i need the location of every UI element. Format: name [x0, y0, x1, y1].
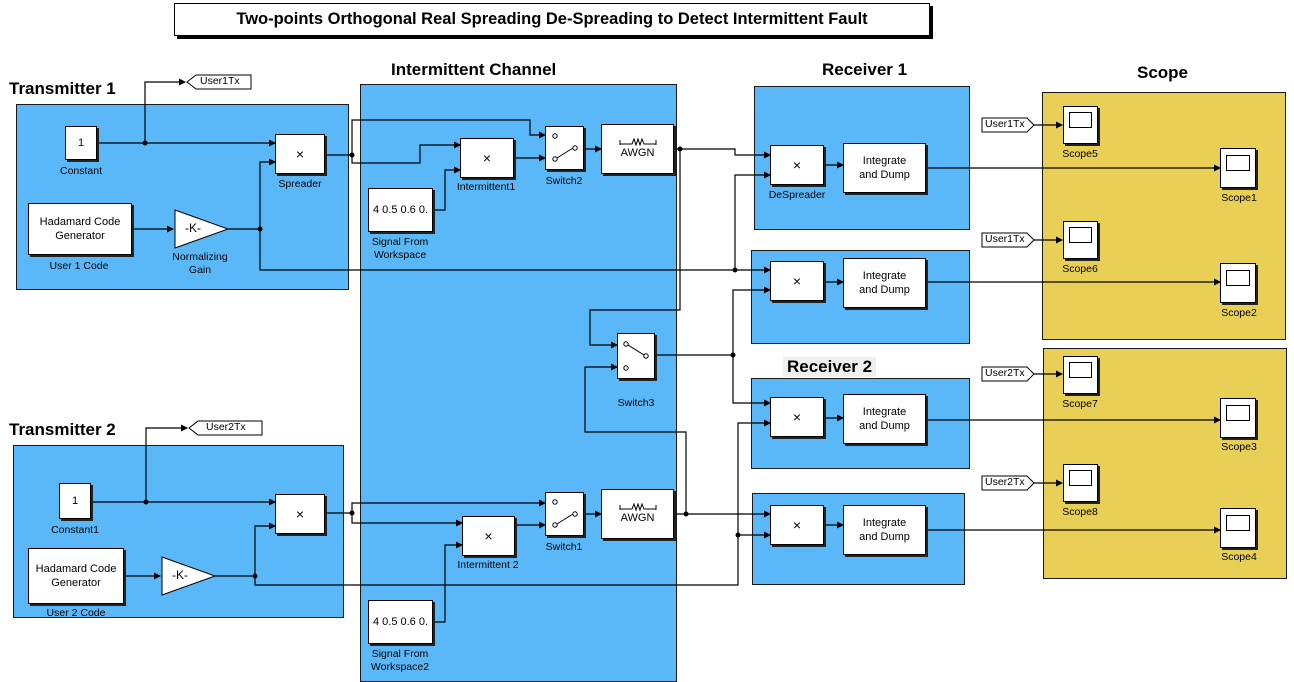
despreader4-block[interactable]: × [770, 505, 824, 545]
scope-screen-icon [1226, 270, 1250, 286]
hadamard1-label: User 1 Code [49, 260, 109, 272]
hadamard1-block[interactable]: Hadamard Code Generator [28, 203, 132, 255]
scope4-label: Scope4 [1221, 551, 1257, 563]
awgn2-text: AWGN [620, 512, 655, 524]
goto-label-user1tx: User1Tx [200, 75, 240, 87]
scope-screen-icon [1226, 155, 1250, 171]
despreader1-label: DeSpreader [768, 189, 826, 201]
constant-label: Constant [59, 165, 103, 177]
despreader1-block[interactable]: × [770, 145, 824, 185]
transmitter1-heading: Transmitter 1 [9, 79, 116, 98]
noise-icon [619, 503, 656, 511]
scope7-block[interactable] [1063, 356, 1098, 394]
scope3-block[interactable] [1220, 398, 1256, 438]
constant1-block[interactable]: 1 [59, 483, 91, 519]
switch3-block[interactable] [617, 333, 655, 379]
hadamard2-label: User 2 Code [46, 607, 106, 619]
integrate4-block[interactable]: Integrate and Dump [843, 505, 926, 555]
intermittent1-block[interactable]: × [460, 138, 514, 178]
transmitter2-heading: Transmitter 2 [9, 420, 116, 439]
spreader2-block[interactable]: × [275, 494, 325, 534]
scope6-block[interactable] [1063, 221, 1098, 259]
scope5-label: Scope5 [1062, 148, 1098, 160]
gain1-label: Normalizing Gain [172, 251, 228, 276]
gain1-text: -K- [185, 221, 201, 235]
scope7-label: Scope7 [1062, 398, 1098, 410]
junction-dot [349, 510, 355, 516]
integrate2-block[interactable]: Integrate and Dump [843, 258, 926, 308]
spreader-label: Spreader [278, 178, 322, 190]
from-label-user1tx-b: User1Tx [985, 233, 1025, 245]
switch2-label: Switch2 [545, 175, 583, 187]
channel-heading: Intermittent Channel [391, 60, 557, 79]
signal-workspace2-label: Signal From Workspace2 [370, 648, 430, 673]
switch3-label: Switch3 [617, 397, 655, 409]
scope4-block[interactable] [1220, 508, 1256, 548]
intermittent1-label: Intermittent1 [456, 181, 516, 193]
gain2-text: -K- [172, 568, 188, 582]
scope1-label: Scope1 [1221, 192, 1257, 204]
scope8-label: Scope8 [1062, 506, 1098, 518]
scope2-block[interactable] [1220, 263, 1256, 303]
junction-dot [683, 511, 689, 517]
noise-icon [619, 138, 656, 146]
awgn1-text: AWGN [620, 147, 655, 159]
from-label-user2tx-b: User2Tx [985, 476, 1025, 488]
intermittent2-label: Intermittent 2 [457, 559, 519, 571]
receiver2-heading: Receiver 2 [783, 357, 877, 377]
awgn1-block[interactable]: AWGN [601, 124, 674, 174]
integrate1-block[interactable]: Integrate and Dump [843, 143, 926, 193]
switch1-block[interactable] [545, 492, 584, 536]
scope-heading: Scope [1137, 63, 1189, 82]
signal-workspace1-block[interactable]: 4 0.5 0.6 0. [368, 188, 433, 232]
switch2-block[interactable] [545, 126, 584, 170]
scope-screen-icon [1069, 112, 1092, 128]
from-label-user2tx-a: User2Tx [985, 367, 1025, 379]
signal-workspace2-block[interactable]: 4 0.5 0.6 0. [368, 600, 433, 644]
junction-dot [735, 532, 741, 538]
switch-icon [552, 499, 578, 528]
scope-screen-icon [1069, 227, 1092, 243]
junction-dot [349, 152, 355, 158]
despreader3-block[interactable]: × [770, 397, 824, 437]
awgn2-block[interactable]: AWGN [601, 489, 674, 539]
constant-block[interactable]: 1 [65, 126, 97, 160]
receiver1-heading: Receiver 1 [822, 60, 908, 79]
goto-label-user2tx: User2Tx [206, 421, 246, 433]
junction-dot [677, 146, 683, 152]
switch-icon [623, 341, 649, 371]
switch-icon [552, 133, 578, 162]
scope3-label: Scope3 [1221, 441, 1257, 453]
diagram-title: Two-points Orthogonal Real Spreading De-… [174, 3, 930, 36]
scope-screen-icon [1226, 405, 1250, 421]
despreader2-block[interactable]: × [770, 261, 824, 301]
switch1-label: Switch1 [545, 541, 583, 553]
scope-screen-icon [1069, 362, 1092, 378]
scope-screen-icon [1069, 470, 1092, 486]
from-label-user1tx-a: User1Tx [985, 118, 1025, 130]
scope6-label: Scope6 [1062, 263, 1098, 275]
scope5-block[interactable] [1063, 106, 1098, 144]
junction-dot [730, 352, 736, 358]
scope1-block[interactable] [1220, 148, 1256, 188]
junction-dot [732, 267, 738, 273]
intermittent2-block[interactable]: × [462, 516, 515, 556]
scope2-label: Scope2 [1221, 307, 1257, 319]
hadamard2-block[interactable]: Hadamard Code Generator [28, 548, 124, 604]
scope8-block[interactable] [1063, 464, 1098, 502]
integrate3-block[interactable]: Integrate and Dump [843, 394, 926, 444]
constant1-label: Constant1 [51, 524, 99, 536]
signal-workspace1-label: Signal From Workspace [371, 236, 429, 261]
scope-screen-icon [1226, 515, 1250, 531]
spreader-block[interactable]: × [275, 134, 325, 174]
